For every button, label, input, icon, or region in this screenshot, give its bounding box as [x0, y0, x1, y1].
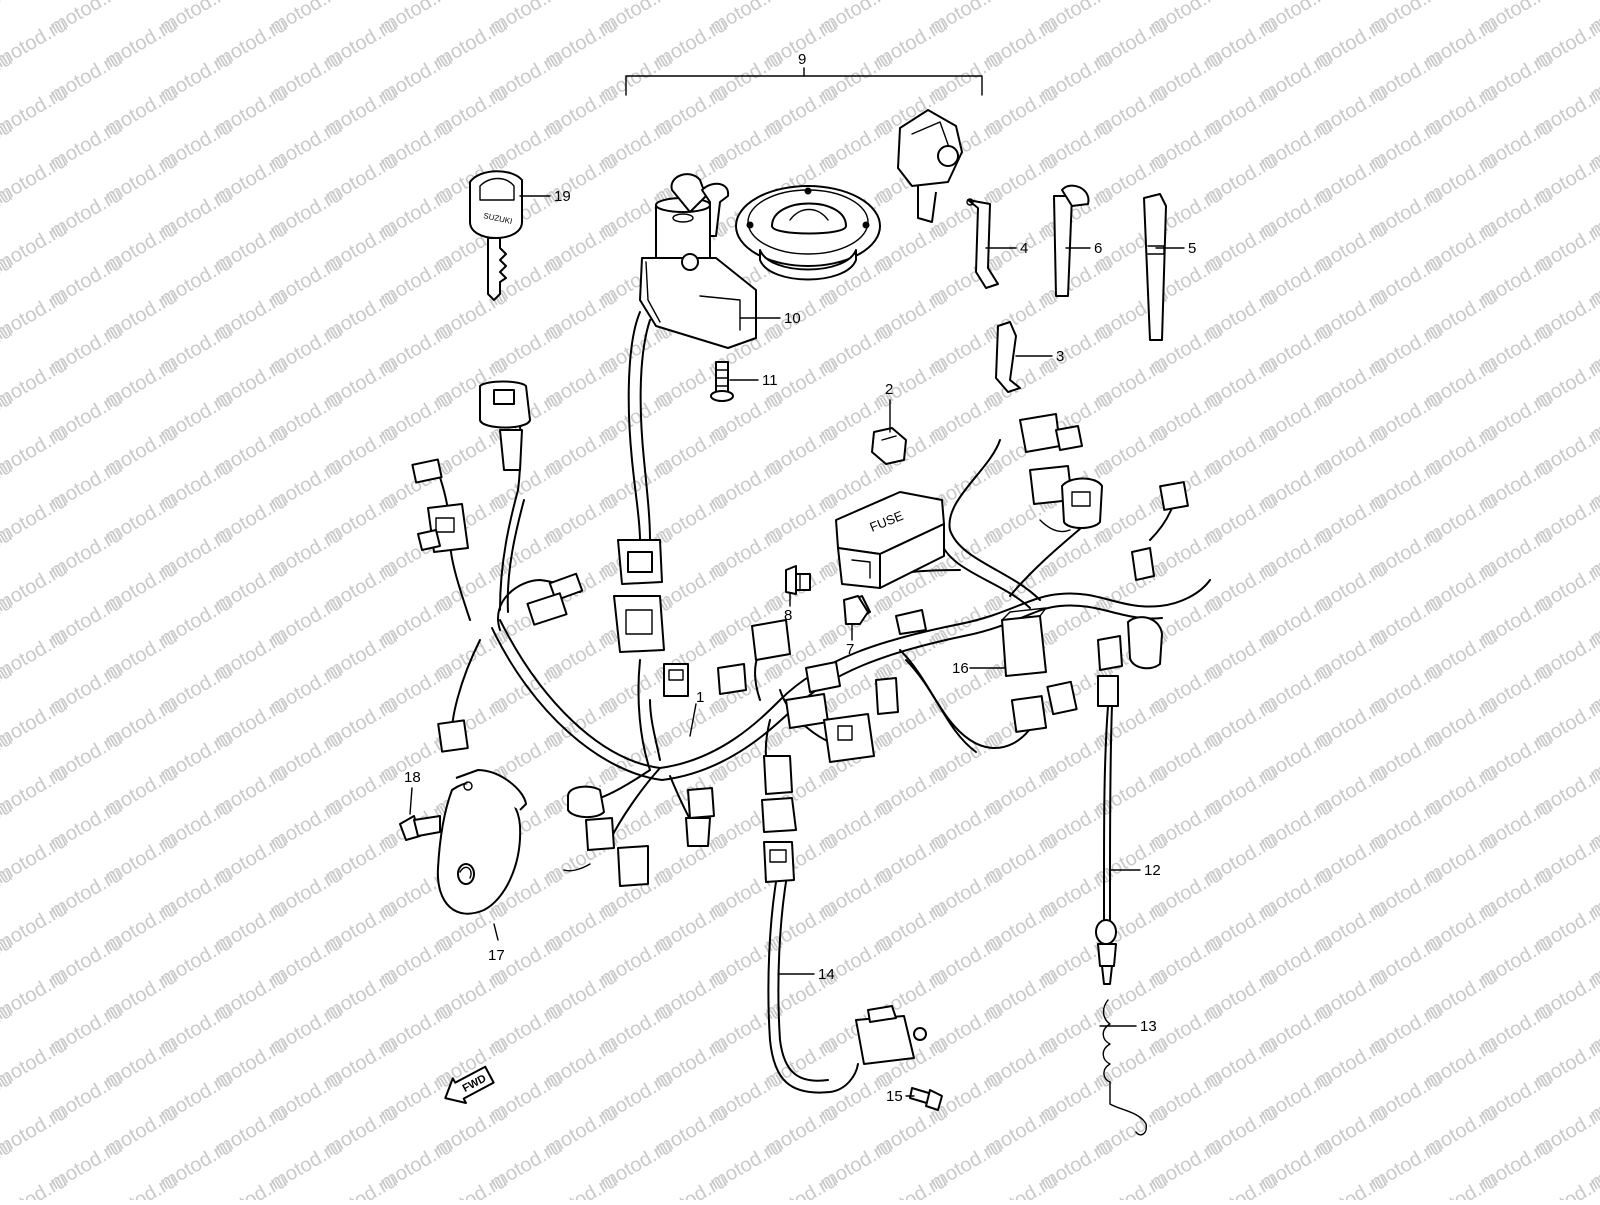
callout-15: 15	[886, 1088, 903, 1105]
callout-12: 12	[1144, 862, 1161, 879]
watermark-text: motod.ru	[432, 1170, 511, 1200]
callout-3: 3	[1056, 348, 1064, 365]
watermark-text: motod.ru	[1092, 1170, 1171, 1200]
watermark-text: motod.ru	[872, 1170, 951, 1200]
callout-14: 14	[818, 966, 835, 983]
watermark-text: motod.ru	[982, 1170, 1061, 1200]
watermark-text: motod.ru	[322, 1170, 401, 1200]
callout-7: 7	[846, 641, 854, 658]
callout-6: 6	[1094, 240, 1102, 257]
watermark-text: motod.ru	[212, 1170, 291, 1200]
watermark-text: motod.ru	[542, 1170, 621, 1200]
callout-1: 1	[696, 689, 704, 706]
callout-2: 2	[885, 381, 893, 398]
callout-19: 19	[554, 188, 571, 205]
seat-lock	[898, 110, 962, 222]
watermark-text: motod.ru	[0, 1170, 71, 1200]
callout-4: 4	[1020, 240, 1028, 257]
screw-15	[910, 1088, 942, 1110]
callout-5: 5	[1188, 240, 1196, 257]
callout-9: 9	[798, 51, 806, 68]
callout-11: 11	[762, 372, 778, 389]
callout-10: 10	[784, 310, 801, 327]
callout-8: 8	[784, 607, 792, 624]
watermark-text: motod.ru	[102, 1170, 181, 1200]
watermark-text: motod.ru	[0, 0, 16, 38]
callout-17: 17	[488, 947, 505, 964]
callout-13: 13	[1140, 1018, 1157, 1035]
watermark-text: motod.ru	[652, 1170, 731, 1200]
callout-18: 18	[404, 769, 421, 786]
watermark-text: motod.ru	[1202, 1170, 1281, 1200]
bolt-18	[400, 816, 440, 840]
bolt-8	[786, 566, 810, 594]
callout-16: 16	[952, 660, 969, 677]
watermark-text: motod.ru	[1422, 1170, 1501, 1200]
watermark-text: motod.ru	[762, 1170, 841, 1200]
watermark-text: motod.ru	[1312, 1170, 1391, 1200]
